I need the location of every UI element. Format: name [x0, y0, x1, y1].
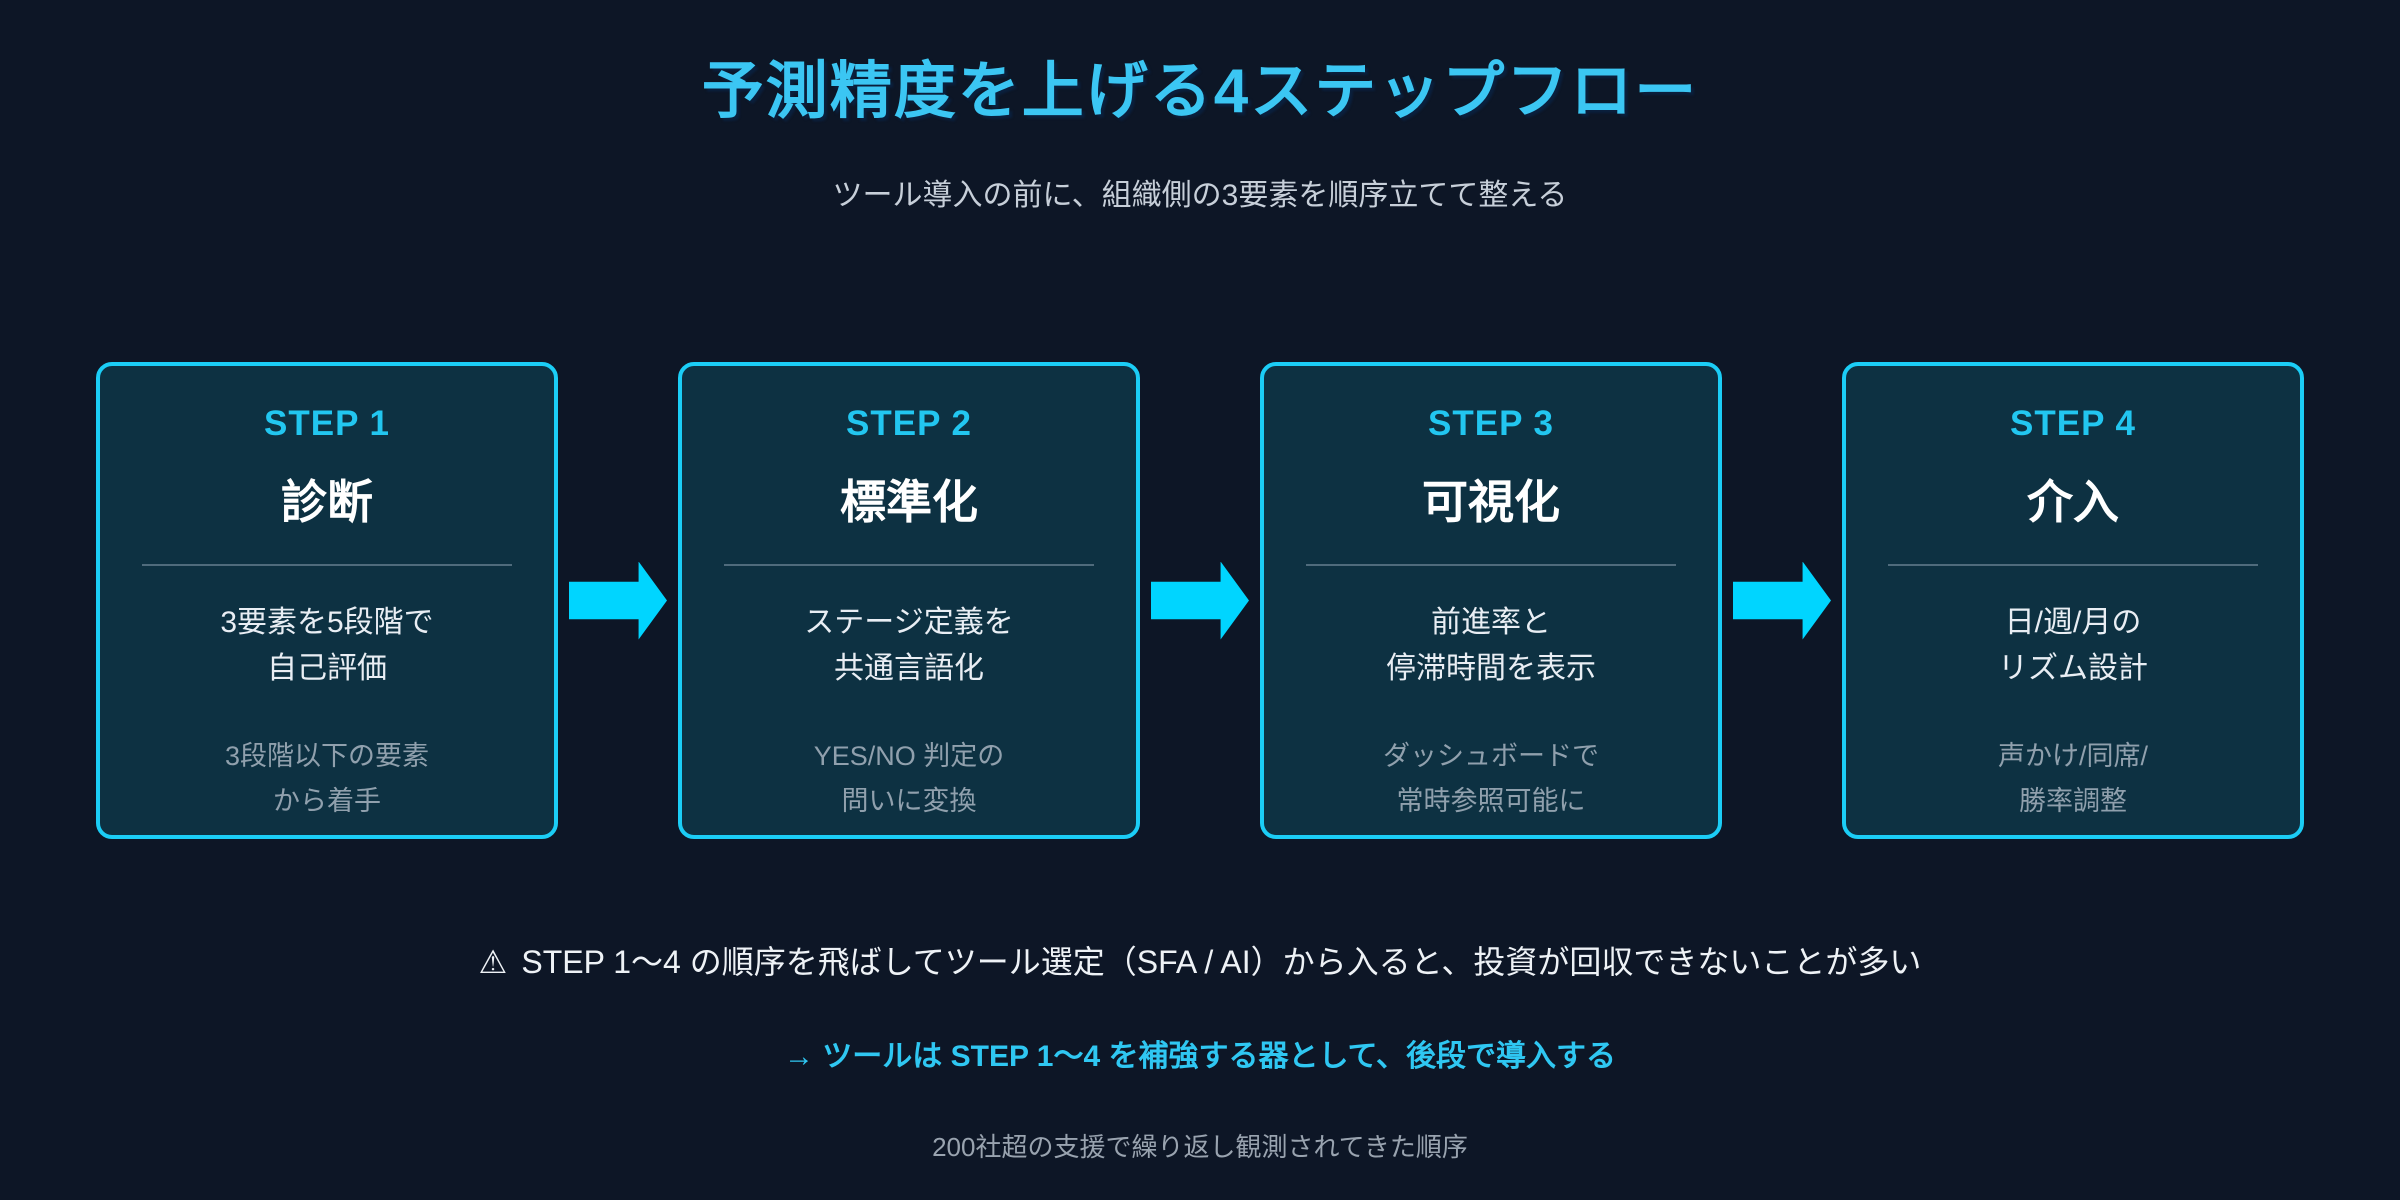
card-divider — [1888, 564, 2258, 566]
step-note-line: 勝率調整 — [2019, 786, 2127, 816]
step-note-line: YES/NO 判定の — [813, 741, 1005, 771]
step-note: 3段階以下の要素 から着手 — [100, 734, 554, 824]
step-note: 声かけ/同席/ 勝率調整 — [1846, 734, 2300, 824]
page-subtitle: ツール導入の前に、組織側の3要素を順序立てて整える — [832, 179, 1568, 212]
step-note-line: 問いに変換 — [841, 786, 977, 816]
step-body-line: ステージ定義を — [804, 606, 1014, 639]
step-body-line: 共通言語化 — [834, 652, 984, 685]
card-divider — [724, 564, 1094, 566]
step-body: 3要素を5段階で 自己評価 — [100, 600, 554, 692]
step-card: STEP 1 診断 3要素を5段階で 自己評価 3段階以下の要素 から着手 — [96, 362, 558, 839]
step-title: 診断 — [281, 476, 373, 528]
card-divider — [1306, 564, 1676, 566]
arrow-right-icon — [569, 561, 667, 640]
step-note-line: 3段階以下の要素 — [224, 741, 430, 771]
step-body: 前進率と 停滞時間を表示 — [1264, 600, 1718, 692]
step-title: 可視化 — [1422, 476, 1560, 528]
step-body-line: 前進率と — [1431, 606, 1551, 639]
warning-line: ⚠ STEP 1〜4 の順序を飛ばしてツール選定（SFA / AI）から入ると、投… — [0, 937, 2400, 983]
step-note-line: から着手 — [273, 786, 381, 816]
footer-note: 200社超の支援で繰り返し観測されてきた順序 — [932, 1132, 1468, 1162]
card-divider — [142, 564, 512, 566]
flow-arrow-cell — [558, 362, 678, 839]
warning-text: STEP 1〜4 の順序を飛ばしてツール選定（SFA / AI）から入ると、投資… — [521, 944, 1922, 980]
arrow-right-icon — [1733, 561, 1831, 640]
arrow-right-icon — [1151, 561, 1249, 640]
step-title: 介入 — [2027, 476, 2119, 528]
step-body: ステージ定義を 共通言語化 — [682, 600, 1136, 692]
warning-icon: ⚠ — [478, 944, 508, 980]
step-body-line: リズム設計 — [1998, 652, 2148, 685]
step-card: STEP 3 可視化 前進率と 停滞時間を表示 ダッシュボードで 常時参照可能に — [1260, 362, 1722, 839]
step-note-line: ダッシュボードで — [1383, 741, 1599, 771]
step-label: STEP 1 — [264, 404, 390, 443]
step-label: STEP 3 — [1428, 404, 1554, 443]
step-note: ダッシュボードで 常時参照可能に — [1264, 734, 1718, 824]
page-title: 予測精度を上げる4ステップフロー — [701, 57, 1699, 126]
flow-diagram-page: 予測精度を上げる4ステップフロー ツール導入の前に、組織側の3要素を順序立てて整… — [0, 40, 2400, 1200]
step-body: 日/週/月の リズム設計 — [1846, 600, 2300, 692]
step-note-line: 常時参照可能に — [1396, 786, 1586, 816]
flow-arrow-cell — [1722, 362, 1842, 839]
steps-row: STEP 1 診断 3要素を5段階で 自己評価 3段階以下の要素 から着手 ST… — [0, 362, 2400, 839]
step-label: STEP 4 — [2010, 404, 2136, 443]
step-card: STEP 2 標準化 ステージ定義を 共通言語化 YES/NO 判定の 問いに変… — [678, 362, 1140, 839]
step-label: STEP 2 — [846, 404, 972, 443]
step-body-line: 3要素を5段階で — [220, 606, 434, 639]
step-body-line: 自己評価 — [267, 652, 387, 685]
step-card: STEP 4 介入 日/週/月の リズム設計 声かけ/同席/ 勝率調整 — [1842, 362, 2304, 839]
step-title: 標準化 — [840, 476, 978, 528]
step-body-line: 停滞時間を表示 — [1386, 652, 1596, 685]
step-note: YES/NO 判定の 問いに変換 — [682, 734, 1136, 824]
recommendation-line: → ツールは STEP 1〜4 を補強する器として、後段で導入する — [783, 1040, 1617, 1073]
step-note-line: 声かけ/同席/ — [1997, 741, 2148, 771]
step-body-line: 日/週/月の — [2004, 606, 2142, 639]
flow-arrow-cell — [1140, 362, 1260, 839]
